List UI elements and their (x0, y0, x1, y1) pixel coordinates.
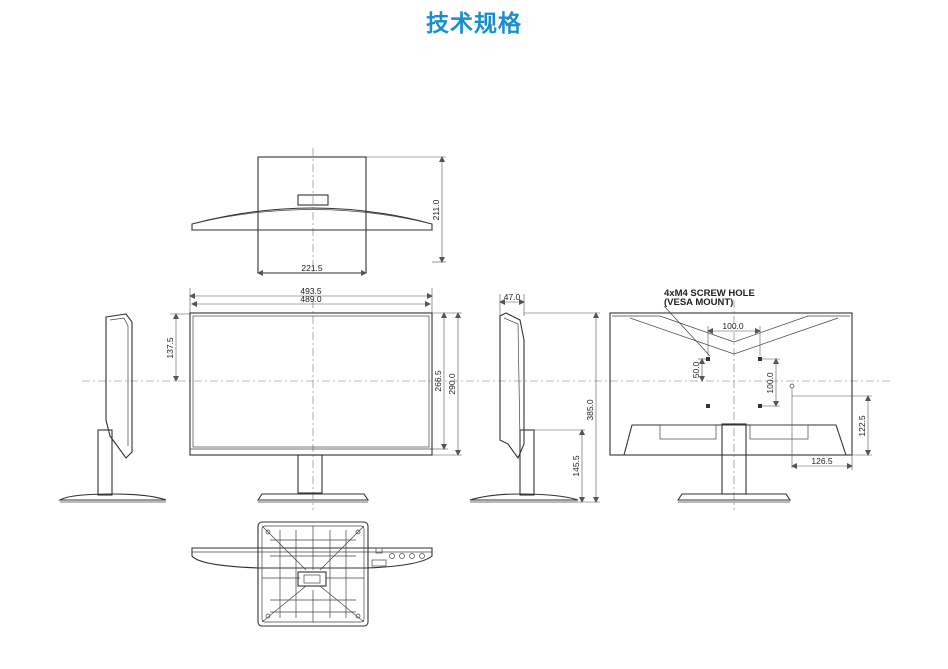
dim-top-depth: 211.0 (431, 199, 441, 220)
dim-screen-width: 489.0 (300, 294, 322, 304)
page-title: 技术规格 (426, 11, 522, 37)
dim-rear-height: 122.5 (857, 415, 867, 437)
dim-total-height: 385.0 (585, 399, 595, 421)
annotation-screw-hole: 4xM4 SCREW HOLE (664, 288, 755, 299)
annotation-vesa-mount: (VESA MOUNT) (664, 297, 733, 308)
dim-top-width: 221.5 (301, 263, 323, 273)
dim-total-depth: 47.0 (504, 292, 521, 302)
base-ribs (261, 525, 365, 623)
front-view: 493.5 489.0 266.5 290.0 (189, 286, 462, 510)
dim-rear-offset: 126.5 (811, 456, 833, 466)
top-view: 211.0 221.5 (191, 148, 446, 276)
dim-side-upper: 137.5 (165, 337, 175, 359)
dim-bezel-height: 290.0 (447, 373, 457, 395)
dim-vesa-v: 100.0 (765, 372, 775, 394)
dim-vesa-v-left: 50.0 (691, 361, 701, 378)
bottom-view (191, 521, 433, 627)
bottom-ports (371, 547, 425, 567)
right-side-view: 47.0 145.5 385.0 (469, 292, 600, 503)
vesa-holes (706, 357, 762, 408)
dim-stand-height: 145.5 (571, 455, 581, 477)
dim-vesa-h: 100.0 (722, 321, 744, 331)
dim-overall-width: 493.5 (300, 286, 322, 296)
rear-view: 4xM4 SCREW HOLE (VESA MOUNT) 100.0 50.0 … (609, 288, 872, 510)
dim-panel-height: 266.5 (433, 370, 443, 392)
left-side-view: 137.5 (58, 313, 190, 503)
